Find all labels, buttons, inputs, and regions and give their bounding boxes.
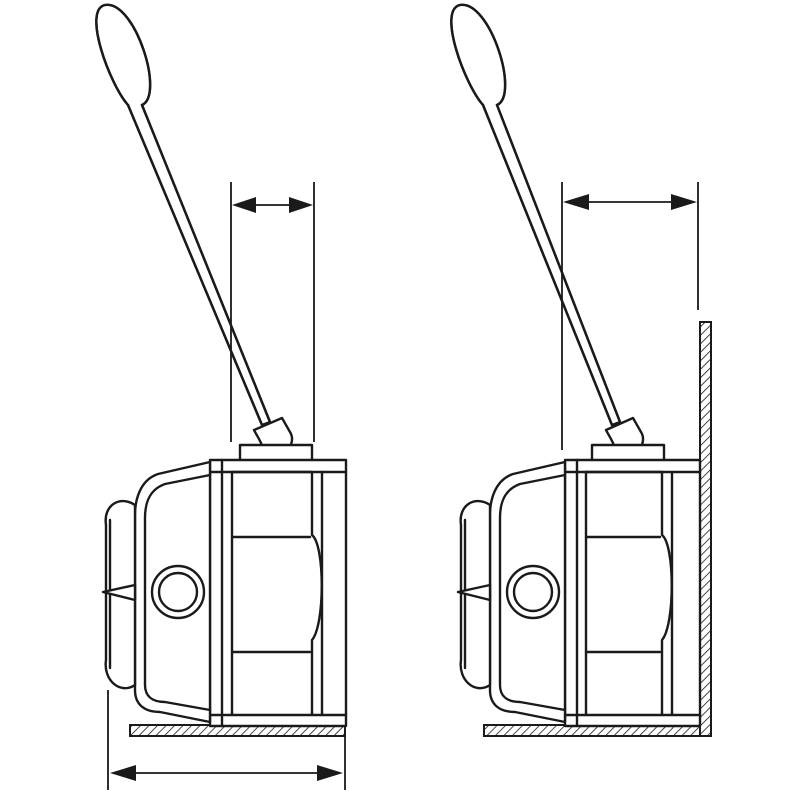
left-top-cap	[238, 443, 314, 463]
right-side-bracket	[456, 499, 492, 690]
right-view	[450, 3, 712, 737]
right-dim-top	[561, 182, 699, 450]
left-dim-bottom	[107, 690, 346, 790]
left-port	[150, 564, 206, 620]
left-handle	[95, 3, 294, 457]
right-frame	[563, 458, 702, 728]
right-port	[505, 564, 561, 620]
right-wall	[699, 321, 712, 737]
left-side-bracket	[101, 499, 137, 690]
left-frame	[208, 458, 348, 728]
right-top-cap	[590, 443, 666, 463]
left-view	[95, 3, 348, 790]
right-handle	[450, 3, 645, 457]
left-dim-top	[230, 182, 315, 442]
